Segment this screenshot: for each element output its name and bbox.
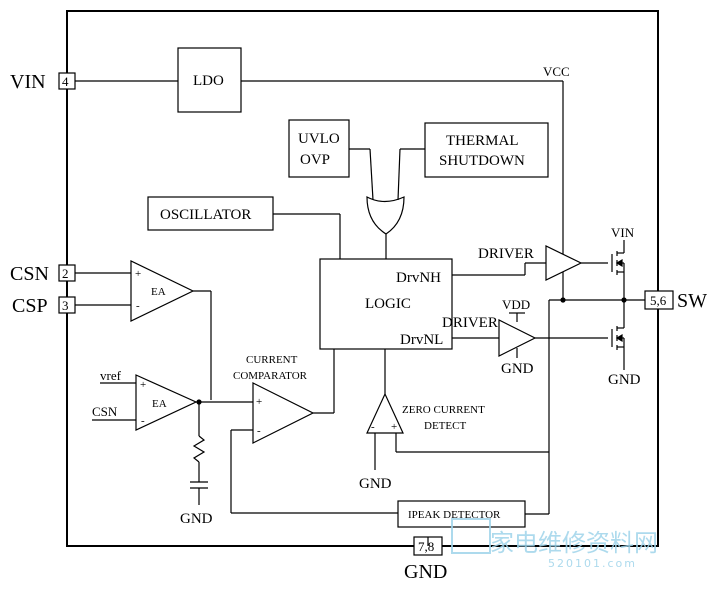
gnd-driver-label: GND xyxy=(501,361,534,377)
vdd-label: VDD xyxy=(502,297,530,312)
ea-top-minus: - xyxy=(136,300,140,312)
logic-drvnl-label: DrvNL xyxy=(400,332,443,348)
pin-csp-label: CSP xyxy=(12,295,48,317)
driver-low-label: DRIVER xyxy=(442,315,498,331)
gnd-zcd-label: GND xyxy=(359,476,392,492)
uvlo-block xyxy=(288,119,350,178)
comparator-plus: + xyxy=(256,396,262,408)
zero-current-label: ZERO CURRENT xyxy=(402,404,485,416)
vref-label: vref xyxy=(100,368,122,383)
comparator-minus: - xyxy=(257,425,261,437)
ldo-block xyxy=(177,47,242,113)
ea-bottom-minus: - xyxy=(141,415,145,427)
ic-outline xyxy=(66,10,659,547)
csn-in-label: CSN xyxy=(92,404,118,419)
watermark-text: 家电维修资料网 xyxy=(490,529,658,557)
zero-current-amp xyxy=(366,392,404,434)
pin-gnd-number: 7,8 xyxy=(418,539,434,554)
vcc-label: VCC xyxy=(543,64,570,79)
pin-vin-number: 4 xyxy=(62,74,69,89)
ea-top-label: EA xyxy=(151,286,166,298)
gnd-fet-label: GND xyxy=(608,372,641,388)
logic-label: LOGIC xyxy=(365,296,411,312)
watermark: 家电维修资料网 520101.com xyxy=(451,518,658,570)
watermark-url: 520101.com xyxy=(548,557,637,570)
thermal-block xyxy=(424,122,549,178)
zcd-minus: - xyxy=(371,421,375,433)
or-gate xyxy=(366,196,405,235)
thermal-label: THERMAL xyxy=(446,133,519,149)
detect-label: DETECT xyxy=(424,420,466,432)
pin-gnd-label: GND xyxy=(404,561,447,583)
ea-bottom-amp xyxy=(135,374,198,431)
pin-csn-number: 2 xyxy=(62,266,69,281)
shutdown-label: SHUTDOWN xyxy=(439,153,525,169)
pin-csn-label: CSN xyxy=(10,263,49,285)
ea-top-amp xyxy=(130,260,195,322)
ea-bottom-plus: + xyxy=(140,379,146,391)
gnd-rc-label: GND xyxy=(180,511,213,527)
current-comparator-amp xyxy=(252,382,315,444)
logic-drvnh-label: DrvNH xyxy=(396,270,441,286)
zcd-plus: + xyxy=(391,421,397,433)
pin-csp-number: 3 xyxy=(62,298,69,313)
comparator-label: COMPARATOR xyxy=(233,370,308,382)
ea-bottom-label: EA xyxy=(152,398,167,410)
ldo-label: LDO xyxy=(193,73,224,89)
pin-sw-label: SW xyxy=(677,290,707,312)
ovp-label: OVP xyxy=(300,152,330,168)
oscillator-label: OSCILLATOR xyxy=(160,207,251,223)
current-label: CURRENT xyxy=(246,354,298,366)
ea-top-plus: + xyxy=(135,268,141,280)
uvlo-label: UVLO xyxy=(298,131,340,147)
driver-high-label: DRIVER xyxy=(478,246,534,262)
vin-fet-label: VIN xyxy=(611,225,635,240)
pin-sw-number: 5,6 xyxy=(650,293,667,308)
pin-vin-label: VIN xyxy=(10,71,46,93)
